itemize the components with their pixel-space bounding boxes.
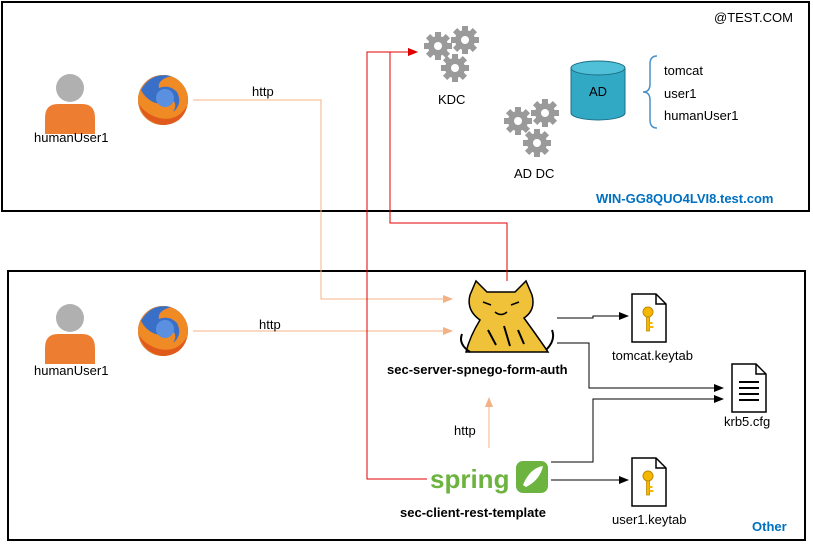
krb5-label: krb5.cfg: [724, 414, 770, 429]
ad-dc-label: AD DC: [514, 166, 554, 181]
client-label: sec-client-rest-template: [400, 505, 546, 520]
other-domain-label: Other: [752, 519, 787, 534]
bottom-user-icon: [45, 304, 95, 364]
server-krb5-line: [557, 342, 724, 392]
server-kdc-line: [389, 48, 508, 281]
client-http-label: http: [454, 423, 476, 438]
ad-account-tomcat: tomcat: [664, 63, 703, 78]
top-http-line: [193, 99, 453, 303]
ad-dc-gears-icon: [504, 99, 559, 157]
ad-account-user1: user1: [664, 86, 697, 101]
server-label: sec-server-spnego-form-auth: [387, 362, 568, 377]
tomcat-keytab-file-icon: [631, 293, 667, 343]
spring-logo-icon: spring: [430, 461, 548, 494]
client-kdc-line: [366, 48, 427, 480]
server-tomcat-keytab-line: [557, 312, 629, 320]
spring-logo-text: spring: [430, 464, 509, 494]
ad-account-humanuser1: humanUser1: [664, 108, 738, 123]
other-domain-box: [7, 270, 806, 541]
bottom-user-label: humanUser1: [34, 363, 108, 378]
ad-database-icon: [570, 60, 626, 121]
realm-label: @TEST.COM: [714, 10, 793, 25]
kdc-label: KDC: [438, 92, 465, 107]
client-krb5-line: [551, 395, 724, 463]
bottom-browser-firefox-icon: [138, 306, 188, 356]
top-user-icon: [45, 74, 95, 134]
user1-keytab-file-icon: [631, 457, 667, 507]
ad-accounts-brace: [642, 55, 658, 129]
ad-database-label: AD: [589, 84, 607, 99]
host-label: WIN-GG8QUO4LVI8.test.com: [596, 191, 773, 206]
user1-keytab-label: user1.keytab: [612, 512, 686, 527]
top-user-label: humanUser1: [34, 130, 108, 145]
top-browser-firefox-icon: [138, 75, 188, 125]
tomcat-keytab-label: tomcat.keytab: [612, 348, 693, 363]
top-http-label: http: [252, 84, 274, 99]
krb5-config-file-icon: [731, 363, 767, 413]
tomcat-cat-icon: [460, 279, 555, 353]
kdc-gears-icon: [424, 26, 479, 82]
bottom-http-label: http: [259, 317, 281, 332]
test-com-domain-box: [1, 1, 810, 212]
